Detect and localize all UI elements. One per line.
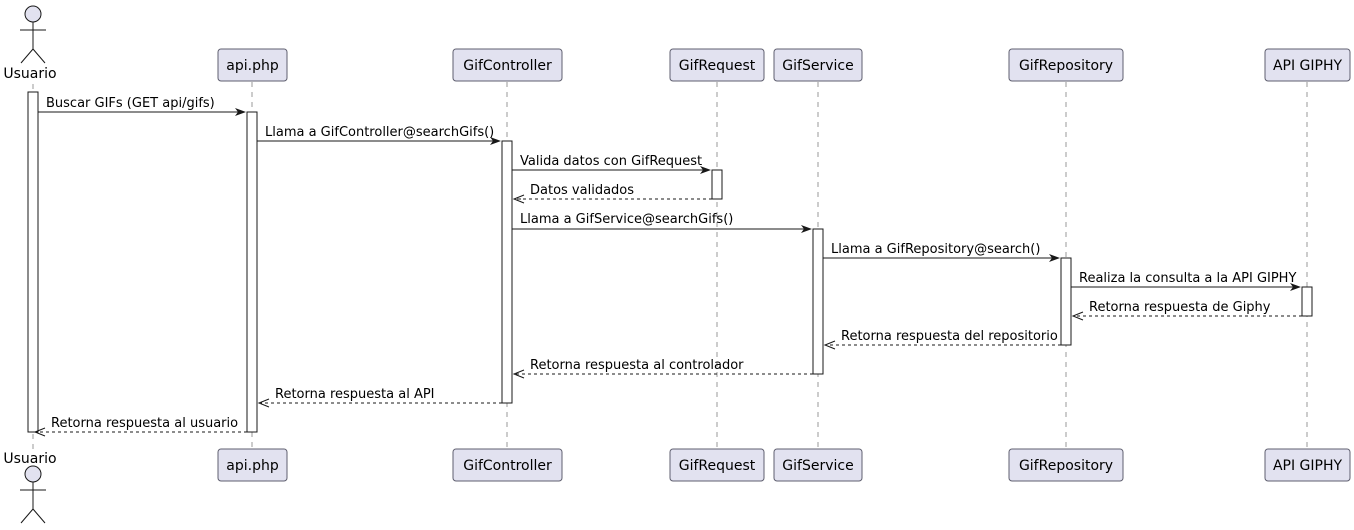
stick-figure-icon xyxy=(20,5,46,64)
activation-repository xyxy=(1060,257,1072,346)
participant-api-bottom: api.php xyxy=(217,448,288,482)
activation-service xyxy=(812,228,824,375)
svg-text:Retorna respuesta al controlad: Retorna respuesta al controlador xyxy=(530,358,744,373)
participant-repository-bottom: GifRepository xyxy=(1008,448,1124,482)
messages: Buscar GIFs (GET api/gifs) Llama a GifCo… xyxy=(33,96,1302,437)
activation-request xyxy=(711,169,723,200)
activation-api xyxy=(246,111,258,433)
participant-controller-bottom: GifController xyxy=(452,448,563,482)
participant-giphy-top: API GIPHY xyxy=(1264,48,1351,82)
svg-text:api.php: api.php xyxy=(226,458,279,474)
participants-bottom: api.php GifController GifRequest GifServ… xyxy=(217,448,1351,482)
participant-service-bottom: GifService xyxy=(773,448,863,482)
participant-giphy-bottom: API GIPHY xyxy=(1264,448,1351,482)
svg-text:Llama a GifService@searchGifs(: Llama a GifService@searchGifs() xyxy=(520,212,733,227)
svg-text:GifRepository: GifRepository xyxy=(1019,458,1113,474)
svg-text:GifRequest: GifRequest xyxy=(679,58,756,74)
message-valida-datos: Valida datos con GifRequest xyxy=(512,154,711,174)
svg-text:GifController: GifController xyxy=(463,458,552,474)
svg-text:API GIPHY: API GIPHY xyxy=(1273,458,1343,474)
arrow-open-icon xyxy=(257,398,270,408)
lifelines xyxy=(32,82,1308,450)
message-respuesta-api: Retorna respuesta al API xyxy=(257,387,502,408)
arrow-open-icon xyxy=(823,340,836,350)
svg-text:GifController: GifController xyxy=(463,58,552,74)
arrow-head-icon xyxy=(1290,283,1301,291)
arrow-head-icon xyxy=(490,137,501,145)
svg-text:api.php: api.php xyxy=(226,58,279,74)
svg-text:Datos validados: Datos validados xyxy=(530,183,634,198)
activation-usuario xyxy=(27,91,39,433)
stick-figure-icon xyxy=(20,465,46,524)
message-llama-controller: Llama a GifController@searchGifs() xyxy=(257,125,501,145)
actor-label-top: Usuario xyxy=(3,66,56,82)
arrow-open-icon xyxy=(512,194,525,204)
svg-text:GifRequest: GifRequest xyxy=(679,458,756,474)
message-datos-validados: Datos validados xyxy=(512,183,712,204)
actor-label-bottom: Usuario xyxy=(3,451,56,467)
arrow-head-icon xyxy=(700,166,711,174)
svg-text:Retorna respuesta del reposito: Retorna respuesta del repositorio xyxy=(841,329,1058,344)
svg-text:Retorna respuesta al usuario: Retorna respuesta al usuario xyxy=(51,416,238,431)
message-buscar-gifs: Buscar GIFs (GET api/gifs) xyxy=(38,96,246,116)
svg-text:Buscar GIFs (GET api/gifs): Buscar GIFs (GET api/gifs) xyxy=(46,96,215,111)
arrow-head-icon xyxy=(801,225,812,233)
activation-controller xyxy=(501,140,513,404)
message-respuesta-controlador: Retorna respuesta al controlador xyxy=(512,358,813,379)
message-respuesta-repositorio: Retorna respuesta del repositorio xyxy=(823,329,1061,350)
svg-text:GifService: GifService xyxy=(782,58,853,74)
arrow-open-icon xyxy=(512,369,525,379)
participant-request-bottom: GifRequest xyxy=(669,448,765,482)
participant-repository-top: GifRepository xyxy=(1008,48,1124,82)
activation-bars xyxy=(27,91,1313,433)
actor-bottom: Usuario xyxy=(3,451,57,524)
participants-top: api.php GifController GifRequest GifServ… xyxy=(217,48,1351,82)
svg-text:GifService: GifService xyxy=(782,458,853,474)
participant-service-top: GifService xyxy=(773,48,863,82)
message-respuesta-giphy: Retorna respuesta de Giphy xyxy=(1071,300,1302,321)
message-llama-repository: Llama a GifRepository@search() xyxy=(823,242,1060,262)
svg-text:Retorna respuesta al API: Retorna respuesta al API xyxy=(275,387,435,402)
svg-text:Llama a GifRepository@search(): Llama a GifRepository@search() xyxy=(831,242,1040,257)
svg-text:Realiza la consulta a la API G: Realiza la consulta a la API GIPHY xyxy=(1079,271,1296,286)
message-llama-service: Llama a GifService@searchGifs() xyxy=(512,212,812,233)
participant-api-top: api.php xyxy=(217,48,288,82)
participant-request-top: GifRequest xyxy=(669,48,765,82)
actor-top: Usuario xyxy=(3,5,57,82)
svg-text:API GIPHY: API GIPHY xyxy=(1273,58,1343,74)
participant-controller-top: GifController xyxy=(452,48,563,82)
arrow-head-icon xyxy=(235,108,246,116)
message-consulta-giphy: Realiza la consulta a la API GIPHY xyxy=(1071,271,1301,291)
arrow-head-icon xyxy=(1049,254,1060,262)
arrow-open-icon xyxy=(33,427,46,437)
activation-giphy xyxy=(1301,286,1313,317)
svg-text:Retorna respuesta de Giphy: Retorna respuesta de Giphy xyxy=(1089,300,1271,315)
svg-text:Valida datos con GifRequest: Valida datos con GifRequest xyxy=(520,154,702,169)
svg-text:Llama a GifController@searchGi: Llama a GifController@searchGifs() xyxy=(265,125,494,140)
arrow-open-icon xyxy=(1071,311,1084,321)
svg-text:GifRepository: GifRepository xyxy=(1019,58,1113,74)
message-respuesta-usuario: Retorna respuesta al usuario xyxy=(33,416,247,437)
